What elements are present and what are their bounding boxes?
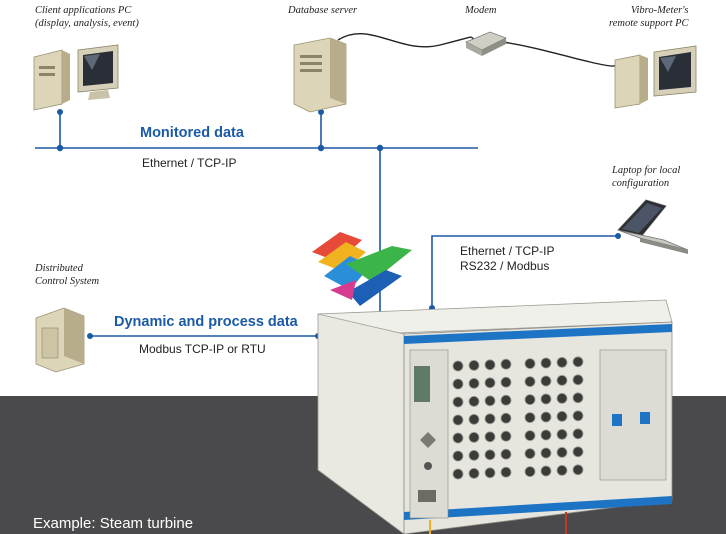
modem-icon [465, 31, 507, 56]
bnc-connector [572, 464, 584, 476]
bnc-connector [500, 358, 512, 370]
laptop-link-line [431, 235, 618, 310]
bnc-connector [556, 392, 568, 404]
laptop-caption: Laptop for local configuration [612, 165, 681, 189]
bnc-connector [572, 356, 584, 368]
bnc-connector [468, 377, 480, 389]
bnc-connector [556, 428, 568, 440]
bnc-connector [524, 394, 536, 406]
bnc-connector [468, 413, 480, 425]
control-cabinet-icon [35, 307, 85, 373]
client-pc-caption: Client applications PC (display, analysi… [35, 5, 139, 29]
remote-pc-caption: Vibro-Meter's remote support PC [609, 5, 689, 29]
dynamic-data-subtitle: Modbus TCP-IP or RTU [139, 342, 266, 356]
bnc-connector [556, 374, 568, 386]
node-laptop [615, 233, 621, 239]
monitored-data-title: Monitored data [140, 125, 244, 141]
rack-icon [317, 299, 673, 534]
bnc-connector [540, 429, 552, 441]
laptop-link-label: Ethernet / TCP-IP RS232 / Modbus [460, 244, 555, 273]
bnc-connector [500, 394, 512, 406]
bnc-connector [500, 412, 512, 424]
bnc-connector [468, 449, 480, 461]
server-icon [293, 37, 347, 113]
bnc-connector [540, 447, 552, 459]
bnc-connector [540, 357, 552, 369]
bnc-connector [524, 430, 536, 442]
node-client [56, 144, 64, 152]
bnc-connector [452, 378, 464, 390]
bnc-connector [572, 446, 584, 458]
bnc-connector [484, 395, 496, 407]
database-server-caption: Database server [288, 5, 358, 16]
dynamic-data-title: Dynamic and process data [114, 314, 298, 330]
bnc-connector [452, 396, 464, 408]
node-rack [376, 144, 384, 152]
dcs-caption: Distributed Control System [35, 263, 100, 287]
bnc-connector [452, 360, 464, 372]
bnc-connector [556, 446, 568, 458]
bnc-connector [484, 377, 496, 389]
logo-icon [312, 232, 412, 306]
bnc-connector [524, 412, 536, 424]
bnc-connector [468, 359, 480, 371]
bnc-connector [468, 431, 480, 443]
bnc-connector [524, 358, 536, 370]
node-server [317, 144, 325, 152]
bnc-connector [484, 413, 496, 425]
bnc-connector [500, 376, 512, 388]
bnc-connector [500, 430, 512, 442]
footer-label: Example: Steam turbine [33, 515, 194, 532]
bnc-connector [500, 448, 512, 460]
rack-connectors [452, 356, 584, 480]
bnc-connector [556, 356, 568, 368]
node-dcs [87, 333, 93, 339]
network-lines [35, 112, 618, 337]
bnc-connector [556, 410, 568, 422]
monitored-data-subtitle: Ethernet / TCP-IP [142, 156, 237, 170]
bnc-connector [524, 376, 536, 388]
bnc-connector [484, 449, 496, 461]
bnc-connector [572, 410, 584, 422]
bnc-connector [452, 450, 464, 462]
bnc-connector [556, 464, 568, 476]
bnc-connector [540, 465, 552, 477]
bnc-connector [452, 432, 464, 444]
bnc-connector [572, 374, 584, 386]
bnc-connector [484, 431, 496, 443]
bnc-connector [540, 411, 552, 423]
bnc-connector [572, 392, 584, 404]
laptop-icon [617, 199, 689, 254]
network-nodes [56, 109, 621, 339]
bnc-connector [500, 466, 512, 478]
modem-caption: Modem [465, 5, 497, 16]
bnc-connector [524, 466, 536, 478]
bnc-connector [540, 375, 552, 387]
bnc-connector [452, 414, 464, 426]
bnc-connector [452, 468, 464, 480]
bnc-connector [468, 467, 480, 479]
node-client-pc [57, 109, 63, 115]
computer-icon [614, 45, 697, 109]
bnc-connector [572, 428, 584, 440]
bnc-connector [540, 393, 552, 405]
modem-remote-cable [502, 41, 623, 67]
node-server-pc [318, 109, 324, 115]
bnc-connector [524, 448, 536, 460]
bnc-connector [468, 395, 480, 407]
computer-icon [33, 44, 119, 111]
server-modem-cable [337, 33, 476, 48]
bnc-connector [484, 467, 496, 479]
bnc-connector [484, 359, 496, 371]
